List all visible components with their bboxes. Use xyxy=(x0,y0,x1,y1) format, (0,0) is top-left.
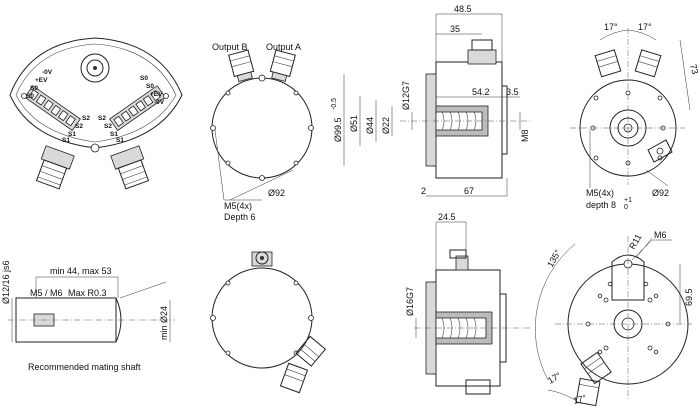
term-left-1: +EV xyxy=(35,77,48,84)
dim-ang-17-a: 17° xyxy=(546,370,563,386)
dim-holes-r: M5(4x) xyxy=(586,188,614,198)
shaft-dia: Ø12/16 js6 xyxy=(1,260,11,304)
shaft-min-24: min Ø24 xyxy=(159,306,169,340)
dim-35: 35 xyxy=(450,24,460,34)
front-view-bottom: 135° R11 M6 69.5 17° 17° xyxy=(535,230,694,407)
dim-d-44: Ø44 xyxy=(365,117,375,134)
term-left-3: S0 xyxy=(26,93,34,100)
dim-2: 2 xyxy=(421,186,426,196)
dim-d-16g7: Ø16G7 xyxy=(405,287,415,316)
shaft-radius: Max R0.3 xyxy=(68,288,107,298)
dim-d-12g7: Ø12G7 xyxy=(401,81,411,110)
term-right-7: S1 xyxy=(116,137,124,144)
term-left-7: S1 xyxy=(62,137,70,144)
dim-ang-17-b: 17° xyxy=(572,393,588,406)
side-section-bottom: 24.5 Ø16G7 xyxy=(405,212,530,395)
dim-depth-r: depth 8 xyxy=(586,200,616,210)
shaft-thread: M5 / M6 xyxy=(30,288,63,298)
dim-24-5: 24.5 xyxy=(438,212,456,222)
dim-3-5: 3.5 xyxy=(506,87,519,97)
rear-view-top: Output B Output A Ø92 M5(4x) Depth 6 xyxy=(210,42,314,222)
dim-48-5: 48.5 xyxy=(454,4,472,14)
label-output-a: Output A xyxy=(266,42,301,52)
dim-dia-92-r: Ø92 xyxy=(652,188,669,198)
term-right-6: S1 xyxy=(110,131,118,138)
dim-73: 73 xyxy=(688,63,700,75)
dim-ang-17-left: 17° xyxy=(604,22,618,32)
dim-holes: M5(4x) xyxy=(224,201,252,211)
label-output-b: Output B xyxy=(212,42,248,52)
terminal-housing-view: -0V +EV S0 S0 S2 S2 S1 S1 S0 S0 +EV -0V … xyxy=(9,37,183,190)
term-right-5: S2 xyxy=(104,123,112,130)
term-right-1: S0 xyxy=(146,83,154,90)
side-section-top: 48.5 35 54.2 3.5 2 67 Ø99.5 -0.5 Ø51 Ø44… xyxy=(331,4,530,197)
front-view-top: 17° 17° 73 M5(4x) depth 8 +1 0 Ø92 xyxy=(570,22,700,211)
dim-d-22: Ø22 xyxy=(381,117,391,134)
dim-depth: Depth 6 xyxy=(224,212,256,222)
dim-ang-17-right: 17° xyxy=(638,22,652,32)
dim-r11: R11 xyxy=(627,232,644,251)
term-right-2: +EV xyxy=(150,91,163,98)
term-left-4: S2 xyxy=(82,115,90,122)
term-left-2: S0 xyxy=(30,85,38,92)
dim-d-51: Ø51 xyxy=(349,115,359,132)
dim-depth-tol: +1 xyxy=(624,197,632,204)
dim-depth-tol2: 0 xyxy=(624,204,628,211)
shaft-caption: Recommended mating shaft xyxy=(28,362,141,372)
term-left-6: S1 xyxy=(68,131,76,138)
term-left-0: -0V xyxy=(42,69,53,76)
dim-d-99-5: Ø99.5 xyxy=(333,117,343,142)
dim-m8: M8 xyxy=(520,129,530,142)
rear-view-bottom xyxy=(210,251,327,394)
dim-69-5: 69.5 xyxy=(684,288,694,306)
term-right-0: S0 xyxy=(140,75,148,82)
dim-m6: M6 xyxy=(654,230,667,240)
dim-67: 67 xyxy=(464,186,474,196)
shaft-min-44: min 44, max 53 xyxy=(50,266,112,276)
dim-dia-92: Ø92 xyxy=(268,188,285,198)
mating-shaft-view: min 44, max 53 Ø12/16 js6 M5 / M6 Max R0… xyxy=(1,260,175,372)
term-left-5: S2 xyxy=(75,123,83,130)
dim-54-2: 54.2 xyxy=(472,87,490,97)
term-right-4: S2 xyxy=(98,115,106,122)
term-right-3: -0V xyxy=(154,99,165,106)
dim-d-99-5-tol: -0.5 xyxy=(331,98,338,110)
